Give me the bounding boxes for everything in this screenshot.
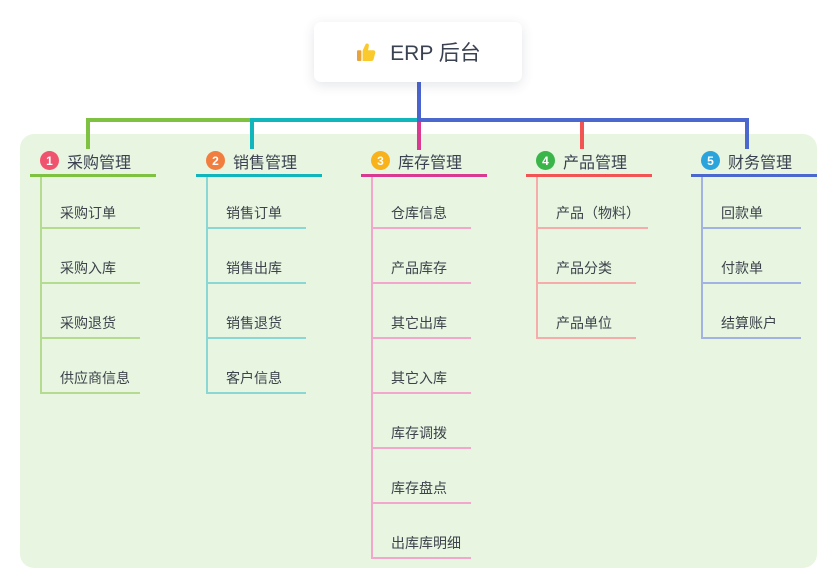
child-node[interactable]: 产品（物料）	[538, 177, 648, 229]
child-node[interactable]: 付款单	[703, 229, 801, 284]
branch-label: 销售管理	[233, 154, 298, 172]
child-node[interactable]: 采购退货	[42, 284, 140, 339]
branch-header[interactable]: 2 销售管理	[196, 147, 322, 177]
child-node[interactable]: 库存盘点	[373, 449, 471, 504]
branch-label: 库存管理	[398, 154, 463, 172]
branch-number-badge: 5	[701, 151, 720, 170]
branch-header[interactable]: 1 采购管理	[30, 147, 156, 177]
branch-header[interactable]: 3 库存管理	[361, 147, 487, 177]
thumbs-up-icon	[355, 40, 379, 64]
child-node[interactable]: 结算账户	[703, 284, 801, 339]
branch-inventory: 3 库存管理 仓库信息 产品库存 其它出库 其它入库 库存调拨 库存盘点 出库库…	[361, 147, 487, 559]
child-node[interactable]: 供应商信息	[42, 339, 140, 394]
child-node[interactable]: 回款单	[703, 177, 801, 229]
child-node[interactable]: 产品分类	[538, 229, 636, 284]
child-node[interactable]: 销售退货	[208, 284, 306, 339]
branch-number-badge: 1	[40, 151, 59, 170]
branch-children: 产品（物料） 产品分类 产品单位	[536, 177, 648, 339]
branch-purchase: 1 采购管理 采购订单 采购入库 采购退货 供应商信息	[30, 147, 156, 394]
branch-sales: 2 销售管理 销售订单 销售出库 销售退货 客户信息	[196, 147, 322, 394]
branch-children: 回款单 付款单 结算账户	[701, 177, 801, 339]
branch-label: 产品管理	[563, 154, 628, 172]
child-node[interactable]: 客户信息	[208, 339, 306, 394]
branch-label: 采购管理	[67, 154, 132, 172]
child-node[interactable]: 其它入库	[373, 339, 471, 394]
child-node[interactable]: 产品库存	[373, 229, 471, 284]
branch-number-badge: 4	[536, 151, 555, 170]
branch-header[interactable]: 4 产品管理	[526, 147, 652, 177]
branch-number-badge: 2	[206, 151, 225, 170]
background-panel	[20, 134, 817, 568]
child-node[interactable]: 库存调拨	[373, 394, 471, 449]
child-node[interactable]: 其它出库	[373, 284, 471, 339]
branch-product: 4 产品管理 产品（物料） 产品分类 产品单位	[526, 147, 652, 339]
child-node[interactable]: 产品单位	[538, 284, 636, 339]
branch-finance: 5 财务管理 回款单 付款单 结算账户	[691, 147, 817, 339]
branch-header[interactable]: 5 财务管理	[691, 147, 817, 177]
branch-children: 仓库信息 产品库存 其它出库 其它入库 库存调拨 库存盘点 出库库明细	[371, 177, 471, 559]
branch-children: 销售订单 销售出库 销售退货 客户信息	[206, 177, 306, 394]
root-label: ERP 后台	[390, 42, 481, 65]
child-node[interactable]: 采购订单	[42, 177, 140, 229]
child-node[interactable]: 销售出库	[208, 229, 306, 284]
child-node[interactable]: 出库库明细	[373, 504, 471, 559]
child-node[interactable]: 采购入库	[42, 229, 140, 284]
branch-number-badge: 3	[371, 151, 390, 170]
child-node[interactable]: 仓库信息	[373, 177, 471, 229]
root-node[interactable]: ERP 后台	[314, 22, 522, 82]
branch-children: 采购订单 采购入库 采购退货 供应商信息	[40, 177, 140, 394]
branch-label: 财务管理	[728, 154, 793, 172]
child-node[interactable]: 销售订单	[208, 177, 306, 229]
